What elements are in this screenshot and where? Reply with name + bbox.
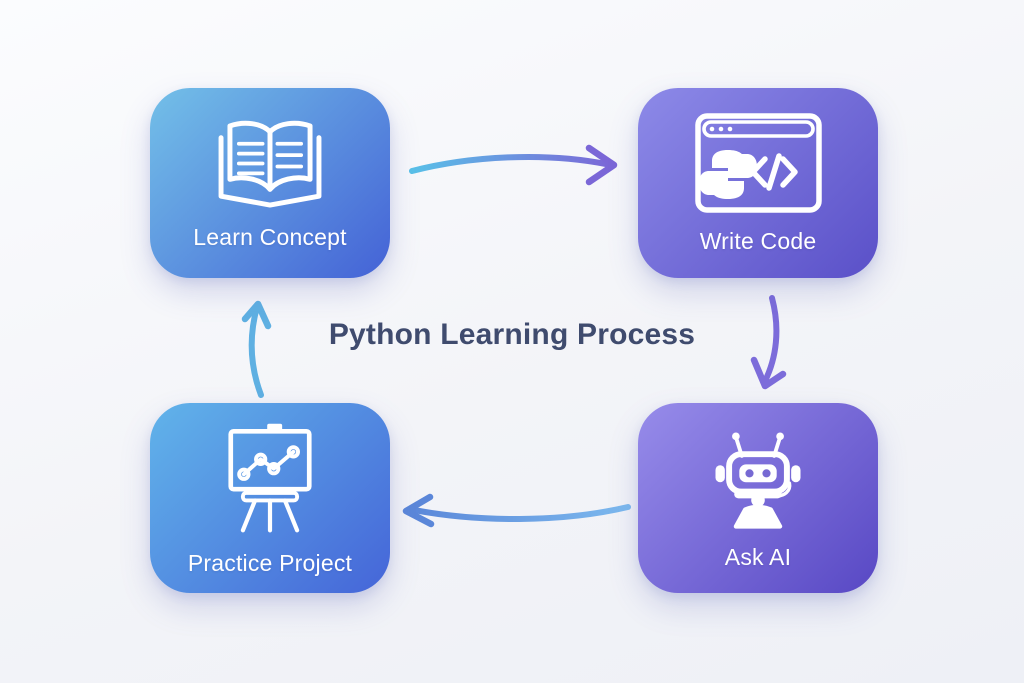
node-label: Write Code <box>699 228 817 254</box>
node-write-code: Write Code <box>638 88 878 278</box>
easel-chart-icon <box>209 421 331 535</box>
open-book-icon <box>208 118 332 209</box>
arrow-ask-to-practice <box>402 493 631 528</box>
python-logo-icon <box>698 150 757 199</box>
robot-icon <box>707 427 809 529</box>
node-ask-ai: Ask AI <box>638 403 878 593</box>
diagram-title: Python Learning Process <box>328 318 696 351</box>
arrow-learn-to-write <box>409 144 618 186</box>
browser-code-icon <box>694 113 822 213</box>
node-label: Practice Project <box>187 550 353 576</box>
node-learn-concept: Learn Concept <box>150 88 390 278</box>
node-label: Learn Concept <box>193 223 347 250</box>
code-brackets-icon <box>749 153 798 191</box>
node-practice-project: Practice Project <box>150 403 390 593</box>
node-label: Ask AI <box>724 544 792 570</box>
